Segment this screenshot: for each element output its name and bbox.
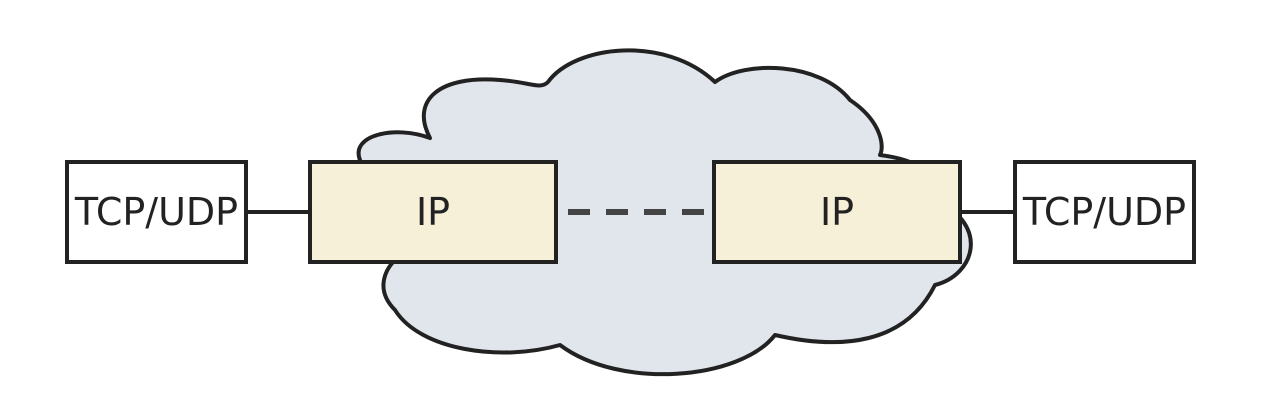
left-ip-box: IP: [308, 160, 558, 264]
right-host-label: TCP/UDP: [1022, 190, 1186, 234]
left-host-rect: [65, 160, 248, 264]
right-host-rect: [1013, 160, 1196, 264]
left-ip-rect: [308, 160, 558, 264]
left-ip-label: IP: [416, 190, 450, 234]
right-ip-box: IP: [712, 160, 962, 264]
right-ip-label: IP: [820, 190, 854, 234]
left-host-box: TCP/UDP: [65, 160, 248, 264]
left-host-label: TCP/UDP: [74, 190, 238, 234]
right-ip-rect: [712, 160, 962, 264]
right-host-box: TCP/UDP: [1013, 160, 1196, 264]
